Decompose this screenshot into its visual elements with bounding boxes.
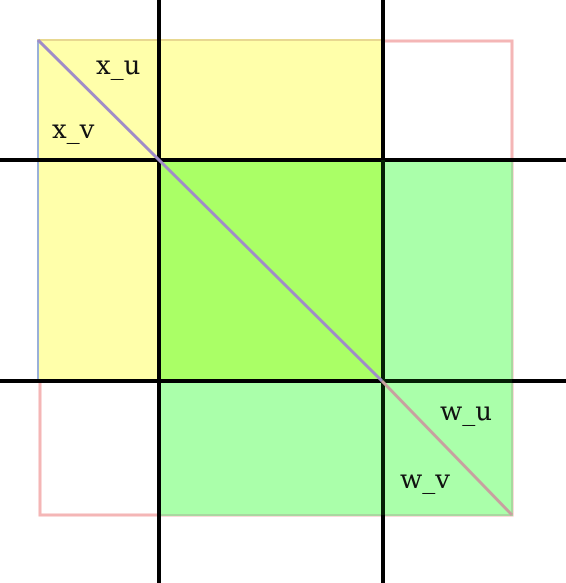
label-w-u: w_u bbox=[440, 397, 492, 427]
label-w-v: w_v bbox=[400, 465, 450, 495]
label-x-u: x_u bbox=[96, 51, 140, 81]
diagonal-w bbox=[380, 379, 514, 517]
diagonal-x bbox=[36, 38, 384, 383]
label-x-v: x_v bbox=[52, 115, 95, 145]
